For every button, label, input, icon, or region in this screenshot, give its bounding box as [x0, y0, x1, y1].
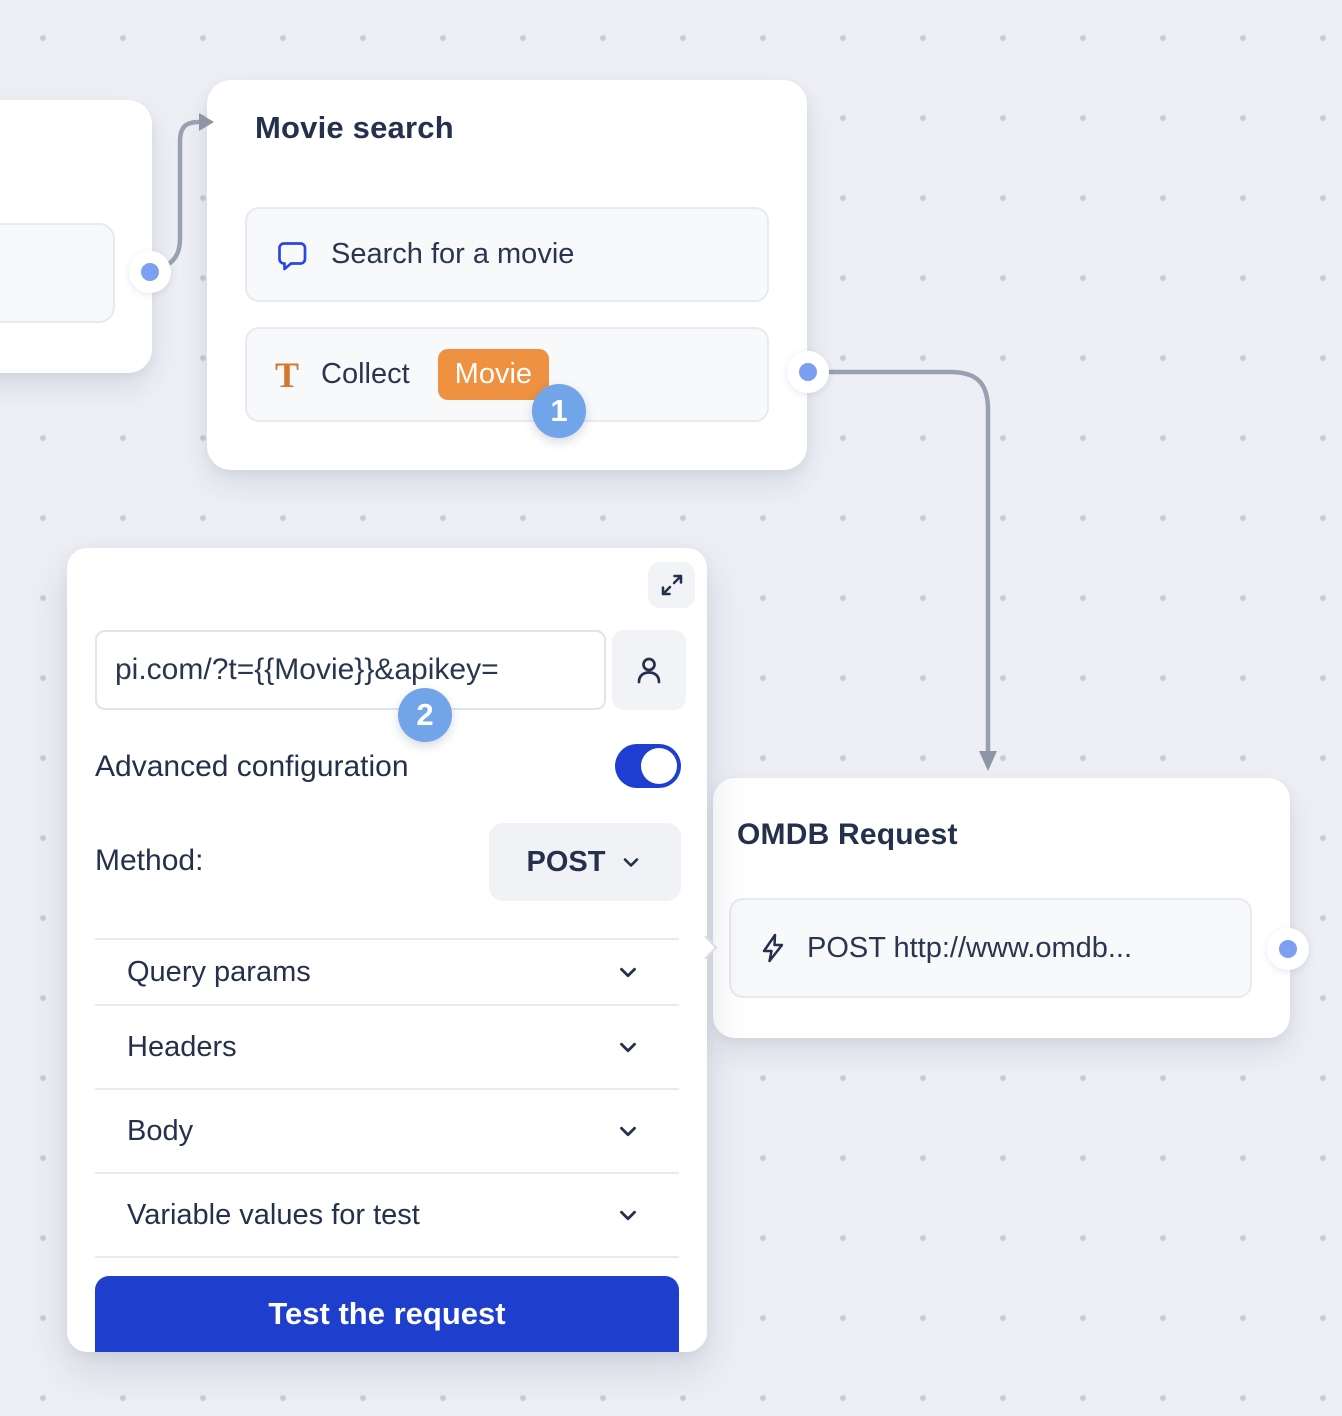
port-ring [141, 263, 159, 281]
section-label: Headers [127, 1030, 237, 1063]
block-collect-variable[interactable]: T Collect Movie [245, 327, 769, 422]
chevron-down-icon [615, 1034, 641, 1060]
chevron-down-icon [615, 1118, 641, 1144]
output-port[interactable] [787, 351, 829, 393]
section-row-headers[interactable]: Headers [67, 1006, 707, 1088]
chevron-down-icon [619, 850, 643, 874]
section-label: Body [127, 1114, 194, 1147]
divider [95, 938, 679, 940]
node-title: OMDB Request [737, 818, 958, 851]
chevron-down-icon [615, 959, 641, 985]
block-send-message[interactable]: Search for a movie [245, 207, 769, 302]
step-badge-2: 2 [398, 688, 452, 742]
block-webhook-request[interactable]: POST http://www.omdb... [729, 898, 1252, 998]
method-select[interactable]: POST [489, 823, 681, 901]
toggle-knob [641, 748, 677, 784]
advanced-configuration-toggle[interactable] [615, 744, 681, 788]
person-icon [632, 653, 666, 687]
section-row-body[interactable]: Body [67, 1090, 707, 1172]
divider [95, 1256, 679, 1258]
divider [95, 1172, 679, 1174]
node-omdb-request[interactable]: OMDB Request POST http://www.omdb... [713, 778, 1290, 1038]
port-ring [1279, 940, 1297, 958]
block-label: POST http://www.omdb... [807, 931, 1133, 964]
method-label: Method: [95, 844, 204, 877]
url-input[interactable] [95, 630, 606, 710]
arrowhead-down-icon [979, 751, 997, 771]
wire-movie-to-omdb [824, 369, 991, 755]
text-collect-icon: T [275, 354, 300, 395]
lightning-icon [757, 932, 789, 964]
chevron-down-icon [615, 1202, 641, 1228]
node-movie-search[interactable]: Movie search Search for a movie T Collec… [207, 80, 807, 470]
config-sections: Query params Headers Body [67, 938, 707, 1258]
node-partial-item[interactable] [0, 223, 115, 323]
advanced-configuration-label: Advanced configuration [95, 750, 409, 783]
test-request-button[interactable]: Test the request [95, 1276, 679, 1352]
variable-chip: Movie [437, 348, 550, 401]
output-port[interactable] [1267, 928, 1309, 970]
divider [95, 1004, 679, 1006]
expand-button[interactable] [648, 562, 695, 608]
person-button[interactable] [612, 630, 686, 710]
section-label: Query params [127, 955, 311, 988]
step-badge-1: 1 [532, 384, 586, 438]
section-row-query-params[interactable]: Query params [67, 940, 707, 1004]
port-ring [799, 363, 817, 381]
wire-left-to-movie [164, 119, 204, 268]
webhook-config-panel: Advanced configuration Method: POST Quer… [67, 548, 707, 1352]
divider [95, 1088, 679, 1090]
node-title: Movie search [255, 110, 454, 145]
chat-bubble-icon [275, 238, 309, 272]
block-label: Collect [321, 358, 410, 390]
expand-icon [659, 572, 685, 598]
section-label: Variable values for test [127, 1198, 420, 1231]
block-label: Search for a movie [331, 238, 575, 270]
method-value: POST [526, 845, 606, 878]
output-port[interactable] [129, 251, 171, 293]
node-partial-left[interactable] [0, 100, 152, 373]
section-row-variable-values[interactable]: Variable values for test [67, 1174, 707, 1256]
